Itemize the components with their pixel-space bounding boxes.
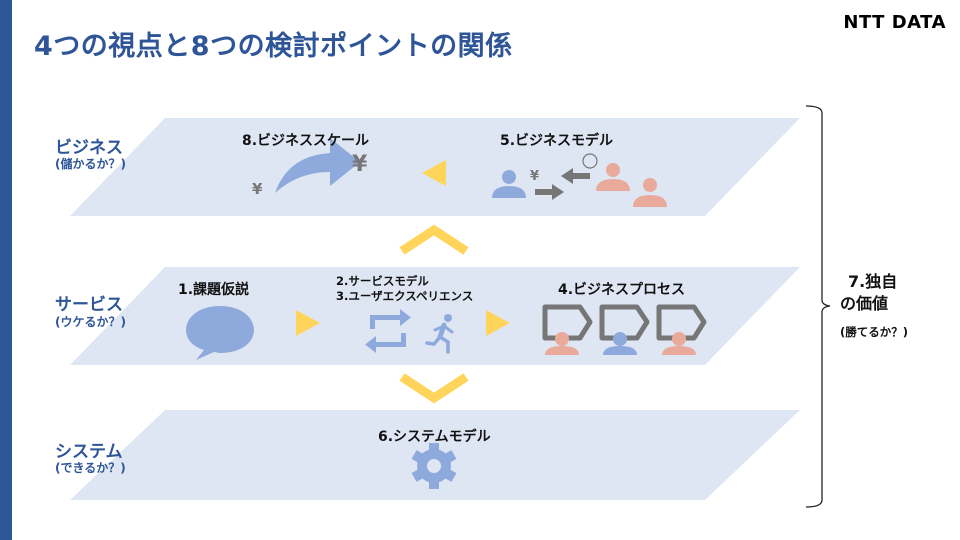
unique-value-line1: 7.独自 xyxy=(848,272,898,291)
left-arrow-icon xyxy=(561,168,590,184)
brand-logo: NTT DATA xyxy=(843,12,946,33)
chevron-down-icon xyxy=(399,373,469,404)
page-title: 4つの視点と8つの検討ポイントの関係 xyxy=(34,31,513,62)
process-step-icon xyxy=(542,304,593,355)
point-system-model: 6.システムモデル xyxy=(378,429,491,445)
layer-question-service: (ウケるか？) xyxy=(55,315,126,329)
gear-icon xyxy=(411,443,457,489)
circle-icon xyxy=(582,153,598,169)
flow-right-arrow-icon xyxy=(296,310,320,336)
layer-question-business: (儲かるか？) xyxy=(55,157,126,171)
yen-small-icon: ¥ xyxy=(252,180,263,198)
chevron-up-icon xyxy=(399,224,469,255)
growth-arrow-icon xyxy=(275,138,360,193)
point-business-scale: 8.ビジネススケール xyxy=(242,133,370,149)
layer-label-business: ビジネス xyxy=(55,138,123,158)
brace-icon xyxy=(805,105,831,508)
layer-label-system: システム xyxy=(55,442,123,462)
provider-person-icon xyxy=(633,178,667,207)
flow-left-arrow-icon xyxy=(422,160,446,186)
layer-question-system: (できるか？) xyxy=(55,461,126,475)
layer-label-service: サービス xyxy=(55,295,123,315)
process-step-icon xyxy=(656,304,707,355)
flow-right-arrow-icon xyxy=(486,310,510,336)
customer-person-icon xyxy=(492,170,526,198)
yen-large-icon: ¥ xyxy=(352,152,368,177)
point-business-process: 4.ビジネスプロセス xyxy=(558,282,686,298)
unique-value-question: (勝てるか？) xyxy=(840,325,909,339)
right-arrow-icon xyxy=(535,184,564,200)
yen-payment-icon: ¥ xyxy=(530,169,540,184)
unique-value-line2: の価値 xyxy=(840,294,889,313)
point-service-model: 2.サービスモデル xyxy=(336,274,429,288)
point-business-model: 5.ビジネスモデル xyxy=(500,133,614,149)
speech-bubble-icon xyxy=(186,306,254,360)
provider-person-icon xyxy=(596,163,630,191)
accent-bar xyxy=(0,0,12,540)
exchange-arrows-icon xyxy=(365,309,411,353)
running-person-icon xyxy=(425,314,454,354)
point-problem-hypothesis: 1.課題仮説 xyxy=(178,282,250,298)
point-user-experience: 3.ユーザエクスペリエンス xyxy=(336,289,474,303)
process-step-icon xyxy=(599,304,650,355)
